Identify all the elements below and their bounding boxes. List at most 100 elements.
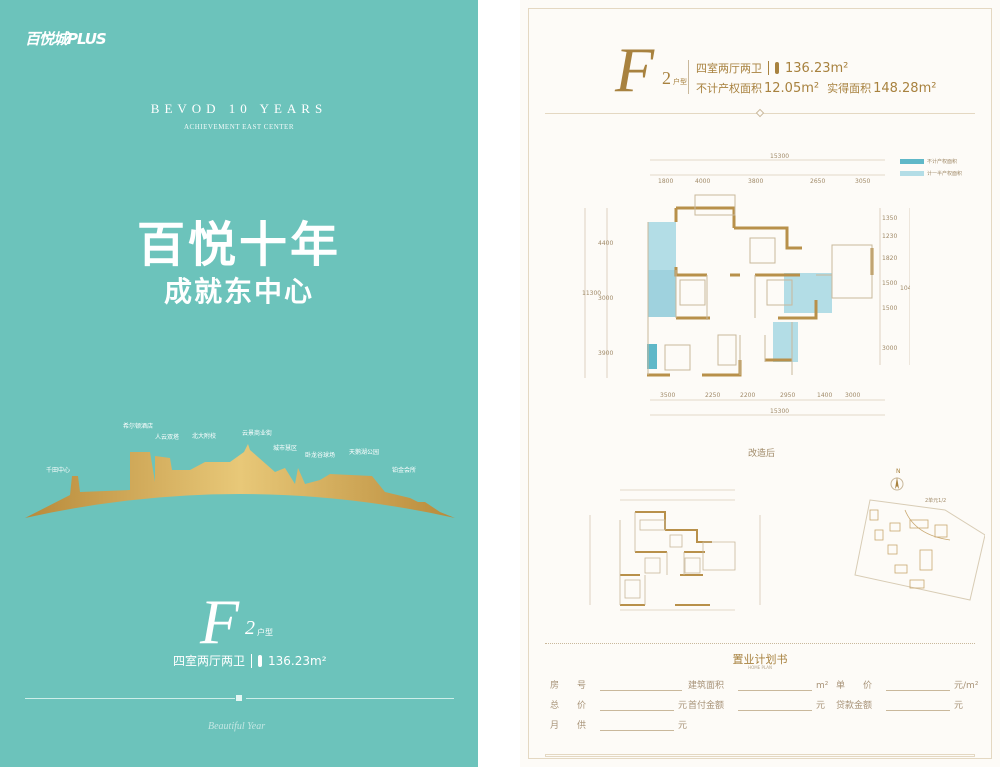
unit-price-input[interactable]	[886, 681, 951, 691]
landmark-label: 铂金会所	[391, 467, 417, 474]
svg-text:3000: 3000	[882, 345, 897, 352]
legend-item: 不计产权面积	[900, 158, 962, 165]
svg-text:10400: 10400	[900, 285, 910, 292]
svg-text:1500: 1500	[882, 305, 897, 312]
plan-subtitle: HOME PLAN	[748, 665, 772, 670]
legend-item: 计一半产权面积	[900, 170, 962, 177]
monthly-payment-input[interactable]	[600, 721, 675, 731]
loan-amount-input[interactable]	[886, 701, 951, 711]
svg-text:1820: 1820	[882, 255, 897, 262]
down-payment-input[interactable]	[738, 701, 813, 711]
subheadline: 成就东中心	[163, 275, 314, 308]
english-title: BEVOD 10 YEARS	[150, 101, 328, 116]
unit-letter: F	[615, 34, 655, 105]
field-label: 单 价	[836, 681, 873, 691]
layout-text: 四室两厅两卫	[173, 654, 246, 668]
svg-text:1500: 1500	[882, 280, 897, 287]
divider	[768, 61, 769, 75]
field-unit: 元/m²	[954, 681, 979, 691]
svg-text:4400: 4400	[598, 240, 613, 247]
landmark-label: 人云双塔	[154, 434, 180, 441]
unit-letter: F	[200, 586, 240, 657]
modified-floor-plan-drawing	[589, 489, 761, 611]
svg-text:2250: 2250	[705, 392, 720, 399]
svg-text:1400: 1400	[817, 392, 832, 399]
layout-text: 四室两厅两卫	[696, 62, 762, 75]
field-building-area: 建筑面积 m²	[688, 678, 828, 691]
english-subtitle: ACHIEVEMENT EAST CENTER	[183, 123, 295, 131]
divider	[688, 60, 689, 94]
svg-text:2200: 2200	[740, 392, 755, 399]
svg-text:3000: 3000	[845, 392, 860, 399]
svg-text:1230: 1230	[882, 233, 897, 240]
landmark-label: 城市慧区	[272, 445, 298, 452]
extra-area-label: 不计产权面积	[696, 82, 762, 95]
divider-line	[246, 698, 454, 699]
divider	[251, 653, 253, 668]
svg-text:15300: 15300	[770, 408, 789, 415]
field-total-price: 总 价元	[550, 698, 687, 711]
unit-suffix: 户型	[257, 628, 273, 637]
svg-text:1800: 1800	[658, 178, 673, 185]
unit-spec: 四室两厅两卫 136.23m²	[696, 60, 848, 76]
field-room-number: 房 号	[550, 678, 683, 691]
dotted-divider	[545, 643, 975, 644]
field-label: 贷款金额	[836, 701, 873, 711]
legend-label: 计一半产权面积	[927, 171, 963, 177]
unit-suffix: 户型	[673, 78, 687, 86]
north-label: N	[896, 468, 901, 475]
field-loan-amount: 贷款金额 元	[836, 698, 963, 711]
brand-logo: 百悦城PLUS	[25, 30, 107, 48]
area-icon	[775, 62, 779, 74]
svg-text:3500: 3500	[660, 392, 675, 399]
svg-text:15300: 15300	[770, 153, 789, 160]
extra-area-value: 12.05m²	[764, 80, 820, 96]
field-label: 月 供	[550, 721, 587, 731]
unit-spec: 四室两厅两卫 136.23m²	[173, 652, 327, 669]
field-unit: 元	[678, 721, 688, 731]
svg-text:3800: 3800	[748, 178, 763, 185]
legend-label: 不计产权面积	[927, 159, 958, 165]
legend-swatch	[900, 159, 924, 164]
brochure-cover-panel: 百悦城PLUS BEVOD 10 YEARS ACHIEVEMENT EAST …	[0, 0, 478, 767]
floor-plan-panel: F 2 户型 四室两厅两卫 136.23m² 不计产权面积 12.05m² 实得…	[520, 0, 1000, 767]
area-text: 136.23m²	[785, 60, 849, 76]
svg-text:3050: 3050	[855, 178, 870, 185]
svg-text:1350: 1350	[882, 215, 897, 222]
panel-frame	[528, 8, 992, 759]
unit-number: 2	[245, 617, 255, 639]
svg-text:11300: 11300	[582, 290, 601, 297]
landmark-label: 北大附校	[191, 433, 217, 440]
headline: 百悦十年	[136, 219, 341, 272]
divider-line	[25, 698, 235, 699]
site-unit-label: 2单元1/2	[925, 498, 947, 504]
field-label: 建筑面积	[688, 681, 725, 691]
building-area-input[interactable]	[738, 681, 813, 691]
svg-text:3900: 3900	[598, 350, 613, 357]
landmark-label: 希尔顿酒店	[122, 423, 154, 430]
field-label: 总 价	[550, 701, 587, 711]
footer-script: Beautiful Year	[208, 721, 266, 732]
field-down-payment: 首付金额元	[688, 698, 825, 711]
svg-text:3000: 3000	[598, 295, 613, 302]
room-number-input[interactable]	[600, 681, 683, 691]
modified-caption: 改造后	[748, 449, 776, 459]
area-icon	[258, 654, 263, 667]
field-unit-price: 单 价 元/m²	[836, 678, 978, 691]
site-map-drawing	[854, 499, 985, 601]
field-label: 房 号	[550, 681, 587, 691]
area-details: 不计产权面积 12.05m² 实得面积 148.28m²	[696, 80, 936, 96]
legend: 不计产权面积 计一半产权面积	[900, 158, 962, 177]
legend-swatch	[900, 171, 924, 176]
svg-text:4000: 4000	[695, 178, 710, 185]
total-price-input[interactable]	[600, 701, 675, 711]
landmark-label: 天鹅湖公园	[348, 449, 380, 456]
field-unit: m²	[816, 681, 829, 691]
svg-text:2950: 2950	[780, 392, 795, 399]
actual-area-value: 148.28m²	[873, 80, 937, 96]
divider-square-icon	[236, 695, 242, 701]
skyline-illustration	[25, 444, 455, 518]
field-unit: 元	[954, 701, 964, 711]
unit-number: 2	[662, 68, 671, 88]
